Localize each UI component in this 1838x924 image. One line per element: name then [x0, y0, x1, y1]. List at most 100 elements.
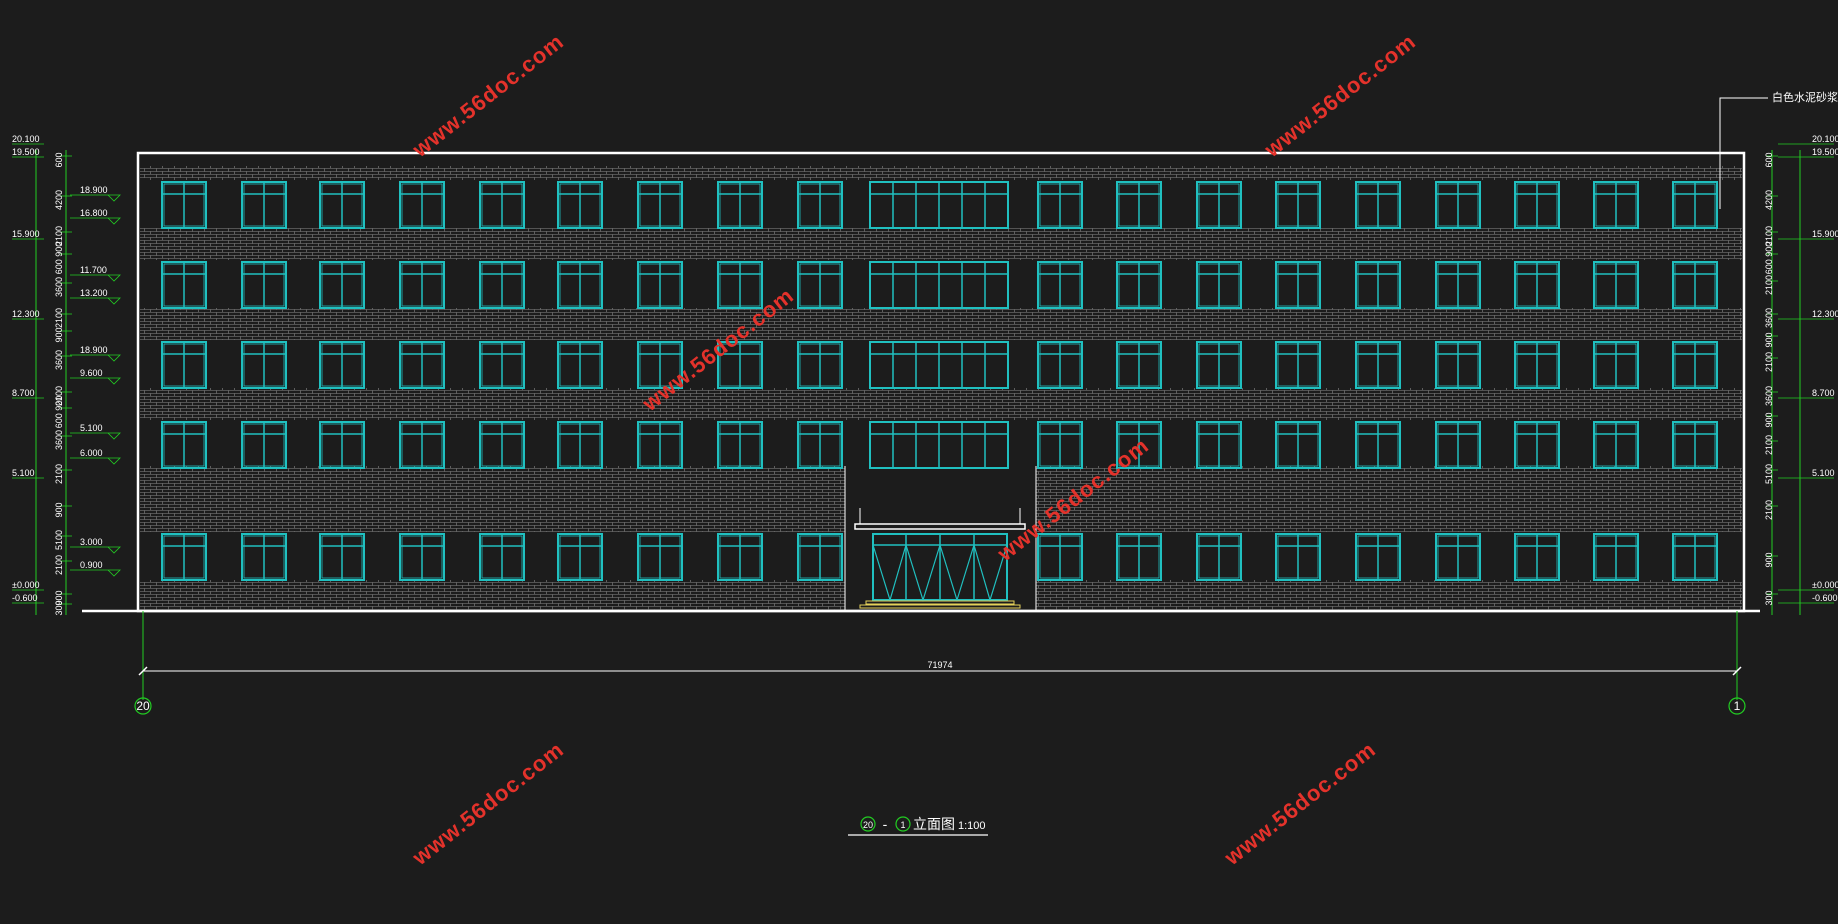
left-vertical-dimension: 2100: [54, 555, 64, 575]
right-elevation-label: ±0.000: [1812, 580, 1838, 590]
window-group: [161, 181, 1718, 581]
facade-outline: [136, 151, 1746, 613]
window: [717, 533, 763, 581]
entrance-step-1: [865, 600, 1015, 605]
window: [1514, 341, 1560, 389]
window: [1037, 341, 1083, 389]
stair-window: [869, 341, 1009, 389]
right-vertical-dimension: 4200: [1764, 190, 1774, 210]
window: [319, 261, 365, 309]
drawing-title: 20 - 1 立面图 1:100: [848, 816, 988, 836]
inner-elevation-label: 9.600: [80, 368, 103, 378]
window: [637, 421, 683, 469]
entrance-step-2: [859, 604, 1021, 609]
window: [1435, 533, 1481, 581]
inner-elevation-label: 5.100: [80, 423, 103, 433]
window: [479, 421, 525, 469]
window: [637, 341, 683, 389]
window: [1355, 533, 1401, 581]
left-elevation-label: 20.100: [12, 134, 40, 144]
left-vertical-dimension: 5100: [54, 530, 64, 550]
note-text: 白色水泥砂浆: [1772, 90, 1838, 104]
window: [479, 181, 525, 229]
window: [1275, 261, 1321, 309]
window: [399, 533, 445, 581]
building-facade: [82, 151, 1760, 613]
title-bubble-to: [895, 816, 911, 832]
window: [161, 181, 207, 229]
right-vertical-dimension: 900: [1764, 332, 1774, 347]
axis-bubble-right: [1728, 697, 1746, 715]
right-vertical-dimension: 2100: [1764, 500, 1774, 520]
watermark-text: www.56doc.com: [407, 29, 569, 163]
window: [1355, 421, 1401, 469]
title-separator: -: [883, 816, 888, 832]
window: [557, 421, 603, 469]
window: [319, 533, 365, 581]
window: [1037, 261, 1083, 309]
right-vertical-dimension: 2100: [1764, 226, 1774, 246]
right-vertical-dimension: 2100: [1764, 435, 1774, 455]
left-vertical-dimension: 2100: [54, 464, 64, 484]
window: [1672, 261, 1718, 309]
stair-window: [869, 181, 1009, 229]
window: [1435, 421, 1481, 469]
left-vertical-dimension: 600 900: [54, 396, 64, 429]
window: [1672, 421, 1718, 469]
material-note: 白色水泥砂浆: [1719, 90, 1838, 209]
right-elevation-label: -0.600: [1812, 593, 1838, 603]
window: [1355, 341, 1401, 389]
left-vertical-dimension: 2100: [54, 386, 64, 406]
window: [637, 261, 683, 309]
window: [1672, 533, 1718, 581]
right-elevation-label: 8.700: [1812, 388, 1835, 398]
left-vertical-dimension: 900: [54, 327, 64, 342]
inner-elevation-label: 18.900: [80, 185, 108, 195]
right-vertical-dimension: 2100: [1764, 275, 1774, 295]
right-elevation-label: 15.900: [1812, 229, 1838, 239]
left-dimension-chain: 20.10019.50015.90012.3008.7005.100±0.000…: [12, 134, 121, 616]
left-vertical-dimension: 2100: [54, 226, 64, 246]
left-elevation-label: -0.600: [12, 593, 38, 603]
brick-band-floor-4: [140, 308, 1742, 340]
window: [797, 533, 843, 581]
window: [319, 421, 365, 469]
window: [637, 533, 683, 581]
window: [797, 341, 843, 389]
axis-label-right: 1: [1734, 699, 1741, 713]
window: [399, 181, 445, 229]
window: [1116, 341, 1162, 389]
right-elevation-label: 12.300: [1812, 309, 1838, 319]
window: [399, 261, 445, 309]
window: [1435, 341, 1481, 389]
window: [1275, 421, 1321, 469]
window: [1196, 261, 1242, 309]
stair-window: [869, 261, 1009, 309]
left-vertical-dimension: 4200: [54, 190, 64, 210]
right-vertical-dimension: 300: [1764, 590, 1774, 605]
window: [241, 181, 287, 229]
window: [1514, 533, 1560, 581]
overall-dimension-value: 71974: [927, 660, 952, 670]
note-leader: [1719, 97, 1768, 209]
left-vertical-dimension: 2100: [54, 308, 64, 328]
window: [241, 533, 287, 581]
window: [797, 421, 843, 469]
right-dimension-chain: 20.10019.50015.90012.3008.7005.100±0.000…: [1764, 134, 1838, 615]
window: [161, 533, 207, 581]
window: [1196, 533, 1242, 581]
window: [1275, 341, 1321, 389]
inner-elevation-label: 18.900: [80, 345, 108, 355]
left-elevation-label: 15.900: [12, 229, 40, 239]
window: [1275, 181, 1321, 229]
inner-elevation-label: 0.900: [80, 560, 103, 570]
title-from: 20: [863, 820, 873, 830]
window: [1593, 181, 1639, 229]
brick-band-plinth-left: [140, 580, 845, 610]
window: [319, 341, 365, 389]
window: [161, 261, 207, 309]
right-vertical-dimension: 900: [1764, 412, 1774, 427]
window: [399, 421, 445, 469]
left-vertical-dimension: 900: [54, 502, 64, 517]
